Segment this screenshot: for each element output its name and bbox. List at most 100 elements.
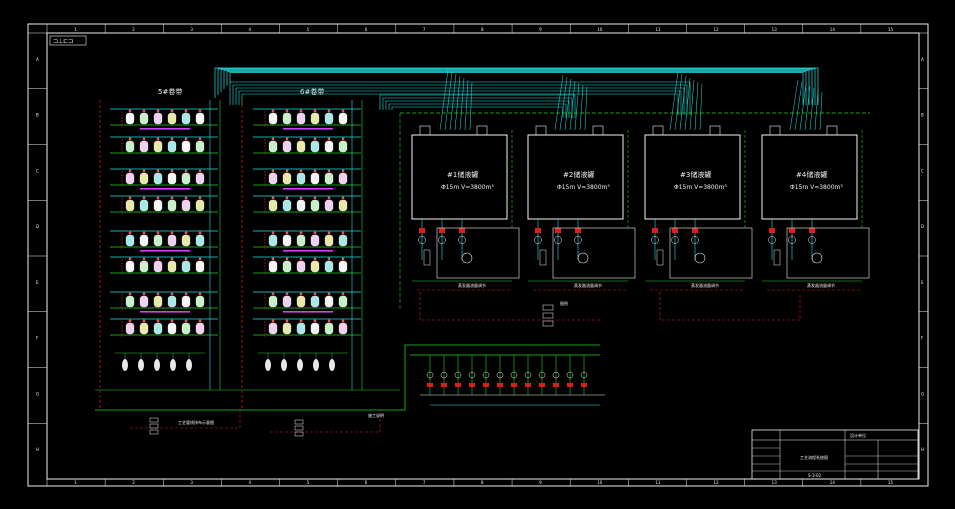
- ruler-label: G: [36, 391, 39, 396]
- gas-cylinder: [125, 322, 135, 335]
- tank-title: #2储液罐: [563, 170, 594, 179]
- pipe-line: [789, 79, 799, 131]
- pipe-line: [232, 84, 688, 115]
- gas-cylinder: [181, 112, 191, 125]
- gas-cylinder: [153, 234, 163, 247]
- gas-cylinder: [181, 199, 191, 212]
- legend-symbol: [542, 320, 554, 327]
- small-cylinder: [297, 359, 303, 371]
- pipe-line: [804, 85, 811, 131]
- gas-cylinder: [153, 112, 163, 125]
- tank-spec: Φ15m V=3800m³: [557, 184, 610, 191]
- ruler-label: 11: [655, 480, 661, 485]
- ruler-label: H: [921, 447, 924, 452]
- pump-valve-icon: [496, 371, 504, 379]
- legend-symbol: [542, 312, 554, 319]
- valve-handle-icon: [789, 228, 795, 233]
- gas-cylinder: [181, 234, 191, 247]
- valve-icon: [438, 236, 446, 244]
- valve-icon: [418, 236, 426, 244]
- pump-icon: [461, 252, 473, 264]
- row-label-bar: [283, 311, 333, 313]
- filter-icon: [423, 249, 431, 266]
- ruler-label: 8: [481, 480, 484, 485]
- ruler-label: F: [36, 336, 39, 341]
- gas-cylinder: [296, 140, 306, 153]
- gas-cylinder: [282, 260, 292, 273]
- row-label-bar: [283, 188, 333, 190]
- pipe-line: [439, 69, 449, 131]
- pump-valve-icon: [426, 371, 434, 379]
- valve-icon: [671, 236, 679, 244]
- gas-cylinder: [338, 234, 348, 247]
- ruler-label: 9: [539, 480, 542, 485]
- gas-cylinder: [125, 112, 135, 125]
- cyan-supply-headers: [214, 67, 823, 131]
- ruler-label: F: [921, 336, 924, 341]
- valve-handle-icon: [459, 228, 465, 233]
- pipe-line: [579, 84, 584, 131]
- outer-frame: [27, 23, 929, 487]
- small-cylinder: [265, 359, 271, 371]
- gas-cylinder: [167, 140, 177, 153]
- gas-cylinder: [282, 112, 292, 125]
- red-dashed-lines: [99, 100, 801, 433]
- tank-3: #3储液罐 Φ15m V=3800m³ 蒸发器流量调节: [644, 125, 753, 291]
- pump-handle-icon: [441, 383, 447, 387]
- pipe-line: [814, 89, 819, 131]
- pump-valve-icon: [580, 371, 588, 379]
- tank-nozzle: [769, 125, 781, 136]
- pipe-line: [419, 292, 600, 321]
- valve-icon: [574, 236, 582, 244]
- ruler-label: E: [36, 280, 39, 285]
- tank-nozzle: [826, 125, 838, 136]
- gas-cylinder: [282, 295, 292, 308]
- gas-cylinder: [195, 112, 205, 125]
- gas-cylinder: [338, 260, 348, 273]
- gas-cylinder: [296, 322, 306, 335]
- ruler-label: 11: [655, 27, 661, 32]
- ruler-label: 13: [772, 27, 778, 32]
- gas-cylinder: [153, 172, 163, 185]
- gas-cylinder: [125, 295, 135, 308]
- ruler-label: 3: [190, 27, 193, 32]
- filter-icon: [539, 249, 547, 266]
- pump-handle-icon: [525, 383, 531, 387]
- pipe-line: [388, 103, 567, 118]
- pipe-line: [464, 79, 469, 131]
- gas-cylinder: [310, 260, 320, 273]
- gas-cylinder: [310, 295, 320, 308]
- pump-handle-icon: [539, 383, 545, 387]
- gas-cylinder: [324, 234, 334, 247]
- pipe-line: [799, 83, 807, 131]
- small-cylinder: [329, 359, 335, 371]
- pump-valve-icon: [468, 371, 476, 379]
- pipe-line: [669, 71, 679, 131]
- pump-handle-icon: [567, 383, 573, 387]
- ruler-label: 10: [597, 27, 603, 32]
- tank-4: #4储液罐 Φ15m V=3800m³ 蒸发器流量调节: [761, 125, 870, 291]
- manifold-group-5: 5#卷带: [110, 87, 218, 371]
- pipe-line: [385, 100, 570, 118]
- small-cylinder: [313, 359, 319, 371]
- gas-cylinder: [139, 140, 149, 153]
- small-cylinder: [154, 359, 160, 371]
- gas-cylinder: [167, 172, 177, 185]
- ruler-label: E: [921, 280, 924, 285]
- ruler-label: 15: [888, 480, 894, 485]
- gas-cylinder: [153, 295, 163, 308]
- gas-cylinder: [282, 140, 292, 153]
- tank-title: #1储液罐: [447, 170, 478, 179]
- pipe-line: [220, 69, 813, 105]
- ruler-label: 9: [539, 27, 542, 32]
- gas-cylinder: [153, 140, 163, 153]
- tank-title: #4储液罐: [796, 170, 827, 179]
- gas-cylinder: [125, 172, 135, 185]
- gas-cylinder: [324, 172, 334, 185]
- gas-cylinder: [268, 295, 278, 308]
- title-block-company: 设计单位: [850, 432, 866, 438]
- tank-spec: Φ15m V=3800m³: [674, 184, 727, 191]
- gas-cylinder: [310, 199, 320, 212]
- gas-cylinder: [324, 112, 334, 125]
- pump-station: [149, 354, 605, 437]
